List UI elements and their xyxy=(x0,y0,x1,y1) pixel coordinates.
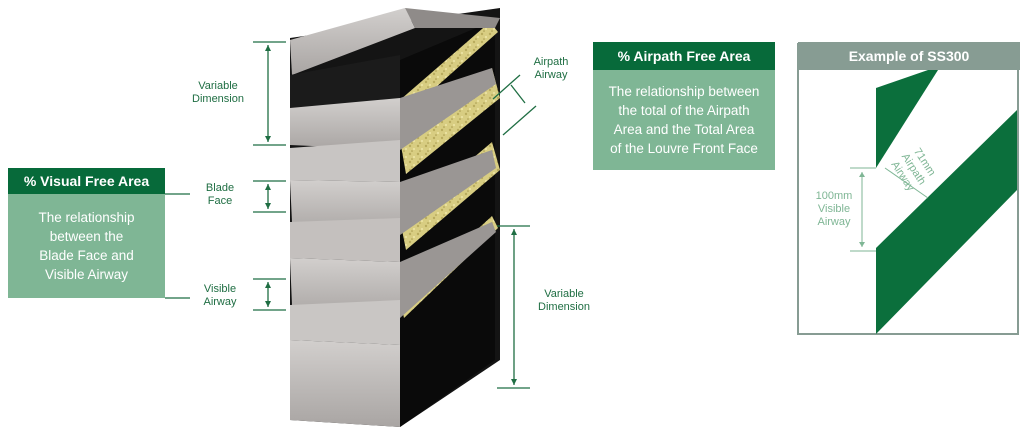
blade-1 xyxy=(290,8,500,115)
airpath-airway-label: Airpath Airway xyxy=(533,56,569,81)
airpath-free-area-title: % Airpath Free Area xyxy=(593,42,775,70)
variable-dimension-top-label: Variable Dimension xyxy=(192,80,244,105)
blade-face-label: Blade Face xyxy=(205,182,235,207)
variable-dimension-bottom-label: Variable Dimension xyxy=(538,288,590,313)
blade-2 xyxy=(290,68,496,150)
ss300-stripes xyxy=(876,70,1017,334)
ss300-example-title: Example of SS300 xyxy=(798,42,1020,70)
visual-free-area-description: The relationship between the Blade Face … xyxy=(8,194,165,298)
ss300-visible-airway-label: 100mm Visible Airway xyxy=(815,190,853,228)
blade-5 xyxy=(290,300,400,427)
visible-airway-label: Visible Airway xyxy=(203,283,237,308)
airpath-free-area-description: The relationship between the total of th… xyxy=(593,70,775,170)
visual-free-area-title: % Visual Free Area xyxy=(8,168,165,194)
